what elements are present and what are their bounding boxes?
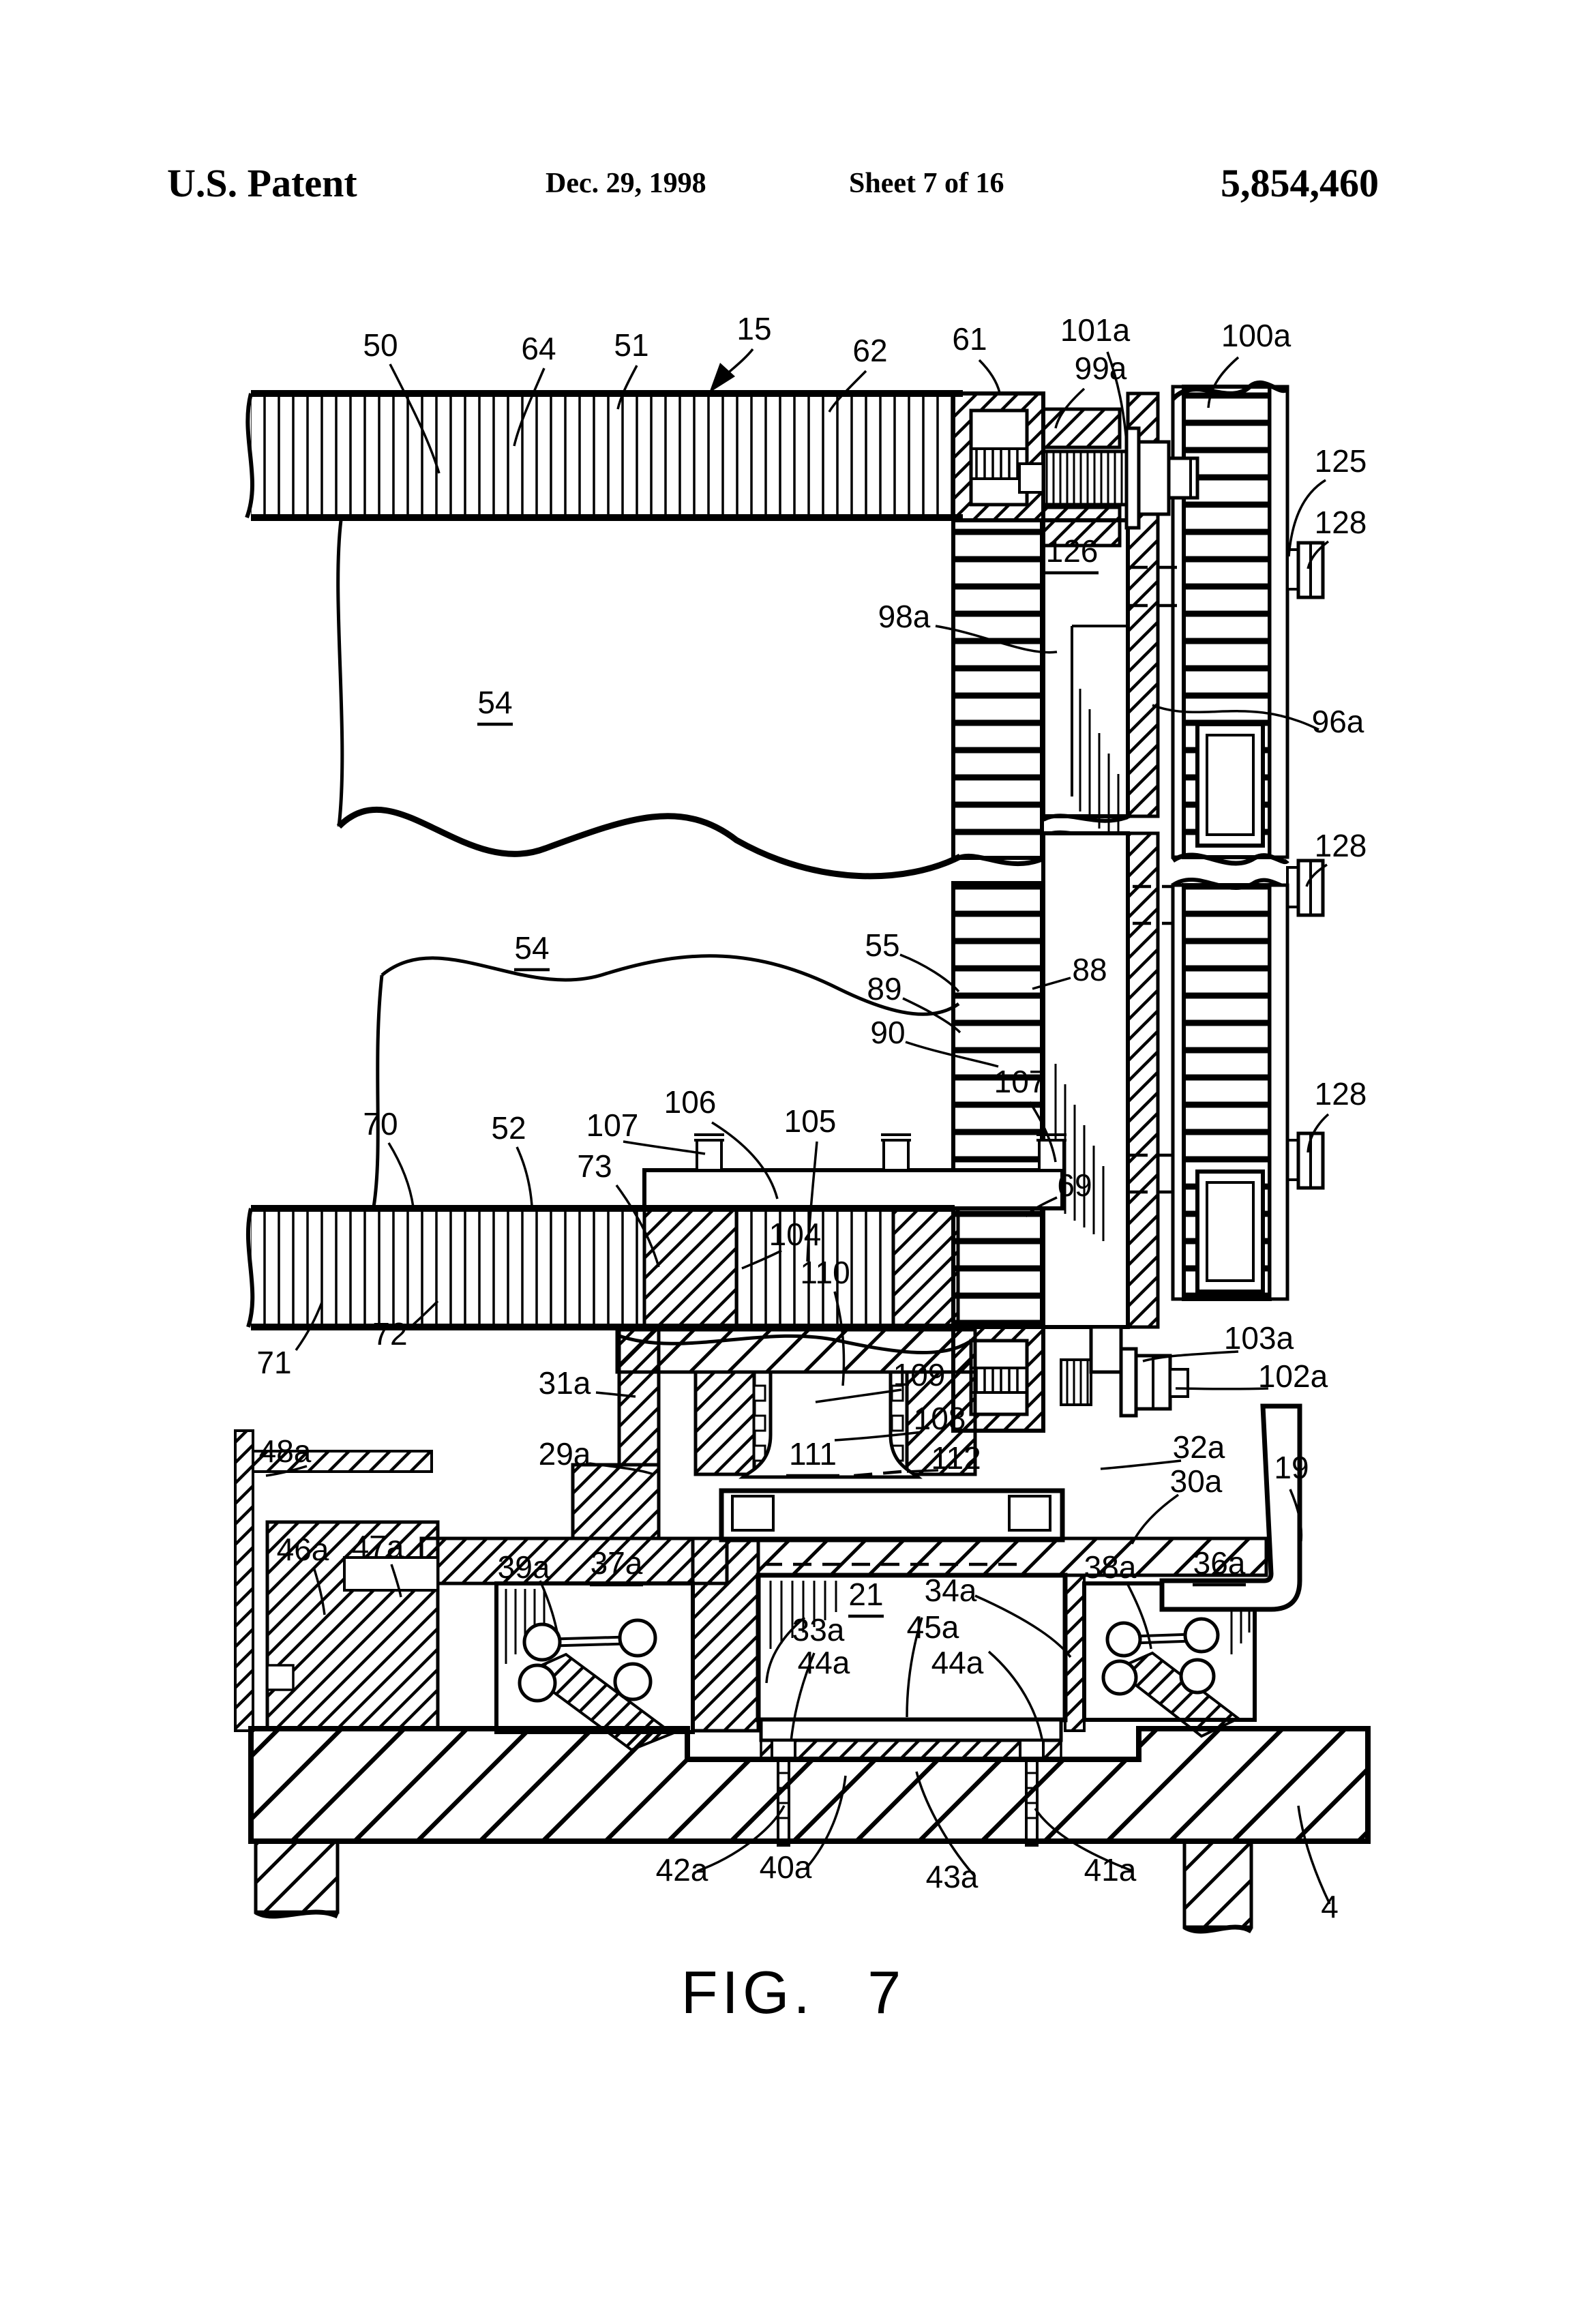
- ref-label-128: 128: [1315, 505, 1367, 540]
- leader-lines: [265, 348, 1331, 1905]
- ref-label-15: 15: [736, 311, 771, 346]
- ref-label-36a: 36a: [1193, 1545, 1246, 1581]
- ref-label-54: 54: [477, 685, 512, 720]
- bracket-31a-29a: [419, 1325, 760, 1733]
- ref-label-64: 64: [521, 331, 556, 366]
- ref-label-33a: 33a: [792, 1612, 845, 1648]
- base-foot-left: [254, 1839, 340, 1914]
- ref-label-105: 105: [784, 1103, 837, 1139]
- gear-column-upper: [1171, 380, 1289, 859]
- ref-label-71: 71: [256, 1345, 291, 1380]
- ref-label-46a: 46a: [277, 1532, 329, 1567]
- ref-label-89: 89: [867, 971, 901, 1007]
- ref-label-54: 54: [514, 930, 549, 966]
- ref-label-73: 73: [577, 1148, 612, 1184]
- top-plate-105: [642, 1133, 1066, 1210]
- arrow-head-15: [709, 363, 735, 393]
- ref-label-52: 52: [491, 1110, 526, 1146]
- ref-label-102a: 102a: [1258, 1358, 1328, 1394]
- block-21: [756, 1536, 1268, 1847]
- bolt-assembly-top: [1018, 407, 1199, 548]
- bolt-128-top: [1286, 541, 1325, 599]
- bracket-61: [951, 391, 1045, 522]
- ref-label-32a: 32a: [1173, 1429, 1225, 1465]
- ref-label-44a: 44a: [931, 1645, 984, 1680]
- ref-label-110: 110: [800, 1255, 850, 1290]
- glass-band-bottom: [245, 1205, 960, 1330]
- ref-label-111: 111: [789, 1436, 837, 1472]
- ref-label-107: 107: [586, 1107, 639, 1143]
- ref-label-19: 19: [1274, 1450, 1309, 1485]
- base-pedestal-right: [1182, 1839, 1253, 1929]
- ref-label-128: 128: [1315, 1076, 1367, 1112]
- roller-box-37a: [494, 1581, 695, 1752]
- angle-bracket-19: [1159, 1403, 1302, 1612]
- ref-label-44a: 44a: [798, 1645, 850, 1680]
- ref-label-50: 50: [363, 327, 398, 363]
- ref-label-31a: 31a: [539, 1365, 591, 1401]
- patent-title: U.S. Patent: [167, 161, 357, 205]
- ref-label-30a: 30a: [1170, 1463, 1223, 1499]
- led-array-column: [951, 518, 1044, 1329]
- bolt-assembly-102a: [1060, 1325, 1189, 1418]
- ref-label-128: 128: [1315, 828, 1367, 863]
- ref-label-125: 125: [1315, 443, 1367, 479]
- ref-label-38a: 38a: [1084, 1549, 1137, 1585]
- ref-label-104: 104: [769, 1217, 822, 1252]
- bolt-128-bottom: [1286, 1131, 1325, 1190]
- ref-label-47a: 47a: [352, 1529, 404, 1564]
- sheet-number: Sheet 7 of 16: [849, 168, 1004, 199]
- ref-label-72: 72: [372, 1316, 407, 1352]
- ref-label-107: 107: [994, 1064, 1047, 1099]
- ref-label-40a: 40a: [760, 1849, 812, 1885]
- ref-label-29a: 29a: [539, 1436, 591, 1472]
- patent-number: 5,854,460: [1221, 161, 1379, 205]
- mounting-base: [248, 1726, 1371, 1934]
- ref-label-100a: 100a: [1221, 318, 1292, 353]
- roller-box-36a: [1082, 1581, 1257, 1738]
- ref-label-103a: 103a: [1224, 1320, 1294, 1356]
- ref-label-4: 4: [1321, 1889, 1339, 1924]
- ref-label-37a: 37a: [591, 1545, 643, 1581]
- ref-label-39a: 39a: [498, 1549, 550, 1585]
- bolt-128-mid: [1286, 859, 1325, 917]
- spine-plate-lower: [1126, 831, 1160, 1329]
- column-88: [1041, 831, 1130, 1329]
- ref-label-109: 109: [893, 1357, 946, 1392]
- ref-label-41a: 41a: [1084, 1852, 1137, 1888]
- ref-label-90: 90: [870, 1015, 905, 1050]
- ref-label-99a: 99a: [1075, 351, 1127, 386]
- glass-break-region: [336, 520, 962, 1208]
- glass-band-top: [245, 390, 963, 521]
- ref-label-45a: 45a: [907, 1609, 959, 1645]
- ref-label-88: 88: [1072, 952, 1107, 987]
- ref-label-101a: 101a: [1060, 312, 1131, 348]
- ref-label-48a: 48a: [259, 1433, 312, 1469]
- ref-label-62: 62: [852, 333, 887, 368]
- ref-label-106: 106: [664, 1084, 717, 1120]
- ref-label-126: 126: [1046, 533, 1099, 569]
- ref-label-55: 55: [865, 927, 899, 963]
- ref-label-42a: 42a: [656, 1852, 708, 1888]
- sheet-header: U.S. Patent Dec. 29, 1998 Sheet 7 of 16 …: [167, 161, 1379, 205]
- ref-label-69: 69: [1057, 1167, 1092, 1203]
- ref-label-43a: 43a: [926, 1859, 979, 1894]
- ref-label-61: 61: [952, 321, 987, 357]
- ref-label-112: 112: [931, 1440, 981, 1476]
- ref-label-108: 108: [914, 1401, 966, 1436]
- ref-label-98a: 98a: [878, 599, 931, 634]
- left-wall: [234, 1429, 440, 1732]
- ref-label-70: 70: [363, 1106, 398, 1142]
- patent-date: Dec. 29, 1998: [546, 168, 706, 199]
- figure-caption: FIG. 7: [681, 1958, 906, 2026]
- ref-label-21: 21: [848, 1577, 883, 1612]
- centre-clamp: [615, 1328, 1065, 1583]
- ref-label-96a: 96a: [1312, 704, 1364, 739]
- ref-label-34a: 34a: [925, 1573, 977, 1608]
- gear-column-lower: [1171, 883, 1289, 1301]
- ref-label-51: 51: [614, 327, 648, 363]
